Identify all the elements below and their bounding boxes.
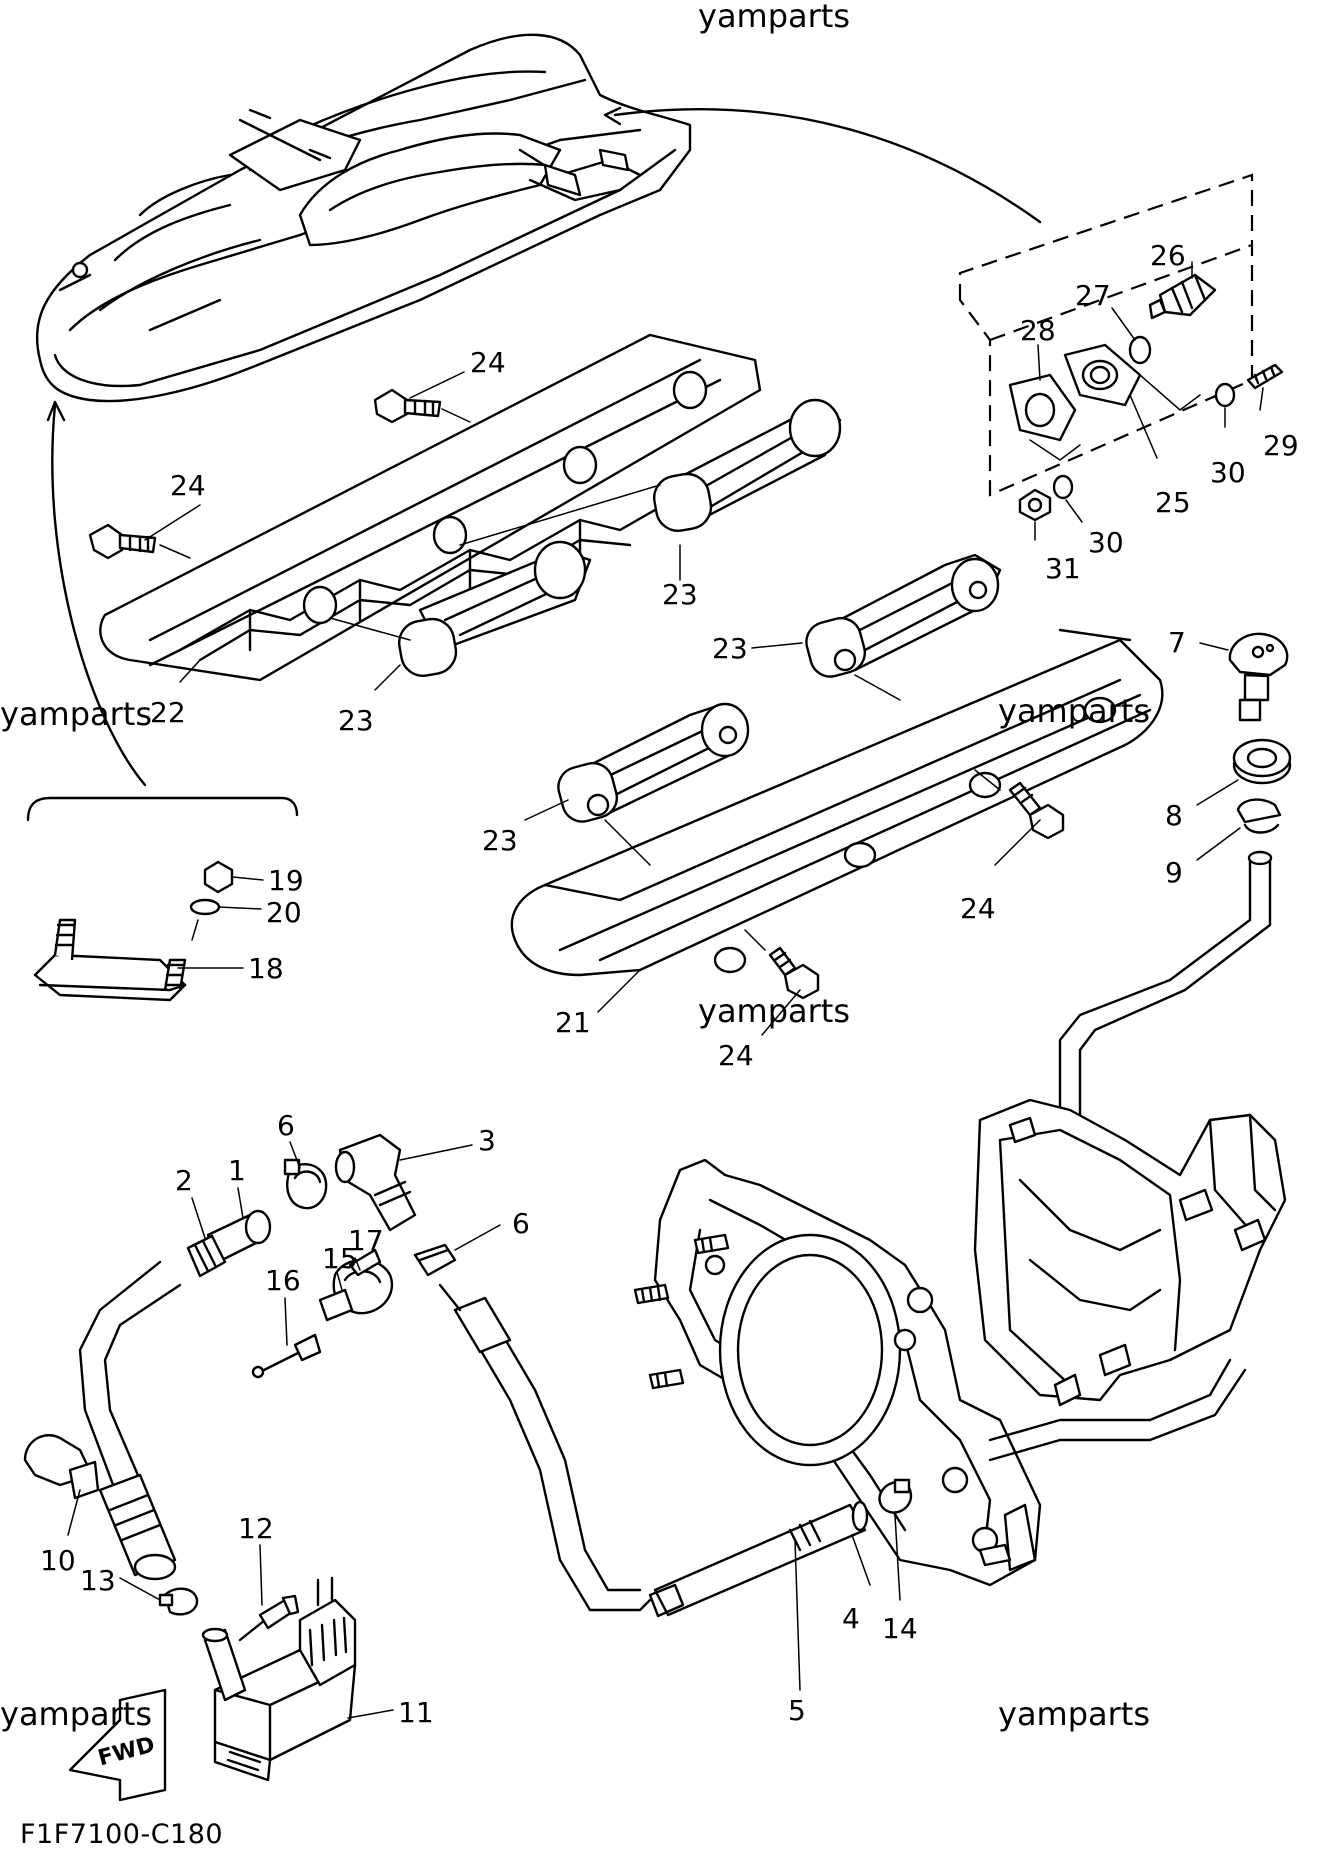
- bracket-part18-19-20: [26, 796, 299, 1002]
- callout-18: 18: [248, 952, 284, 985]
- callout-24-left: 24: [170, 469, 206, 502]
- callout-27: 27: [1075, 279, 1111, 312]
- callout-23-upper-right: 23: [662, 578, 698, 611]
- bolt-part24-lower: [744, 769, 1065, 1000]
- callout-7: 7: [1168, 626, 1186, 659]
- damper-part23-upper: [329, 398, 842, 677]
- watercraft-hull-illustration: [35, 33, 692, 403]
- callout-24-top: 24: [470, 346, 506, 379]
- diagram-code: F1F7100-C180: [20, 1819, 223, 1850]
- callout-23-lower-right: 23: [712, 632, 748, 665]
- callout-11: 11: [398, 1696, 434, 1729]
- jet-pump-housing: [633, 1098, 1287, 1587]
- watermark-bottom-left: yamparts: [0, 1695, 152, 1733]
- callout-16: 16: [265, 1264, 301, 1297]
- drain-detail-box: [958, 173, 1284, 522]
- callout-24-bottom: 24: [718, 1039, 754, 1072]
- callout-9: 9: [1165, 856, 1183, 889]
- drain-plug-part7-8-9: [1058, 632, 1292, 1122]
- callout-6-lower: 6: [512, 1207, 530, 1240]
- callout-23-lower-left: 23: [482, 824, 518, 857]
- callout-31: 31: [1045, 552, 1081, 585]
- fwd-direction-arrow: FWD: [68, 1688, 167, 1802]
- callout-4: 4: [842, 1602, 860, 1635]
- callout-26: 26: [1150, 239, 1186, 272]
- watermark-left: yamparts: [0, 695, 152, 733]
- callout-6-upper: 6: [277, 1109, 295, 1142]
- callout-20: 20: [266, 896, 302, 929]
- callout-labels: 1 2 3 4 5 6 6 7 8 9 10 11 12 13 14 15 16…: [40, 239, 1299, 1729]
- sponson-upper-part22: [99, 333, 762, 682]
- callout-30-lower: 30: [1088, 526, 1124, 559]
- callout-23-upper-left: 23: [338, 704, 374, 737]
- control-box-part11: [201, 1576, 357, 1782]
- callout-3: 3: [478, 1124, 496, 1157]
- callout-15: 15: [322, 1242, 358, 1275]
- watermark-top: yamparts: [698, 0, 850, 35]
- callout-17: 17: [348, 1224, 384, 1257]
- callout-24-right: 24: [960, 892, 996, 925]
- watermark-center: yamparts: [698, 992, 850, 1030]
- detail-leader-arrow: [613, 108, 1042, 224]
- callout-12: 12: [238, 1512, 274, 1545]
- clip-parts-10-13-15-16-17: [23, 1248, 393, 1642]
- callout-21: 21: [555, 1006, 591, 1039]
- callout-10: 10: [40, 1544, 76, 1577]
- sponson-lower-part21: [510, 553, 1164, 977]
- bilge-fittings-part1-6: [78, 1133, 913, 1618]
- callout-29: 29: [1263, 429, 1299, 462]
- callout-28: 28: [1020, 314, 1056, 347]
- watermarks: yamparts yamparts yamparts yamparts yamp…: [0, 0, 1150, 1733]
- callout-13: 13: [80, 1564, 116, 1597]
- callout-5: 5: [788, 1694, 806, 1727]
- callout-14: 14: [882, 1612, 918, 1645]
- callout-25: 25: [1155, 486, 1191, 519]
- watermark-right: yamparts: [998, 692, 1150, 730]
- watermark-bottom-right: yamparts: [998, 1695, 1150, 1733]
- callout-1: 1: [228, 1154, 246, 1187]
- callout-8: 8: [1165, 799, 1183, 832]
- bracket-leader-arrow: [51, 403, 147, 787]
- callout-2: 2: [175, 1164, 193, 1197]
- leader-lines: [67, 261, 1264, 1719]
- callout-22: 22: [150, 696, 186, 729]
- callout-19: 19: [268, 864, 304, 897]
- callout-30-upper: 30: [1210, 456, 1246, 489]
